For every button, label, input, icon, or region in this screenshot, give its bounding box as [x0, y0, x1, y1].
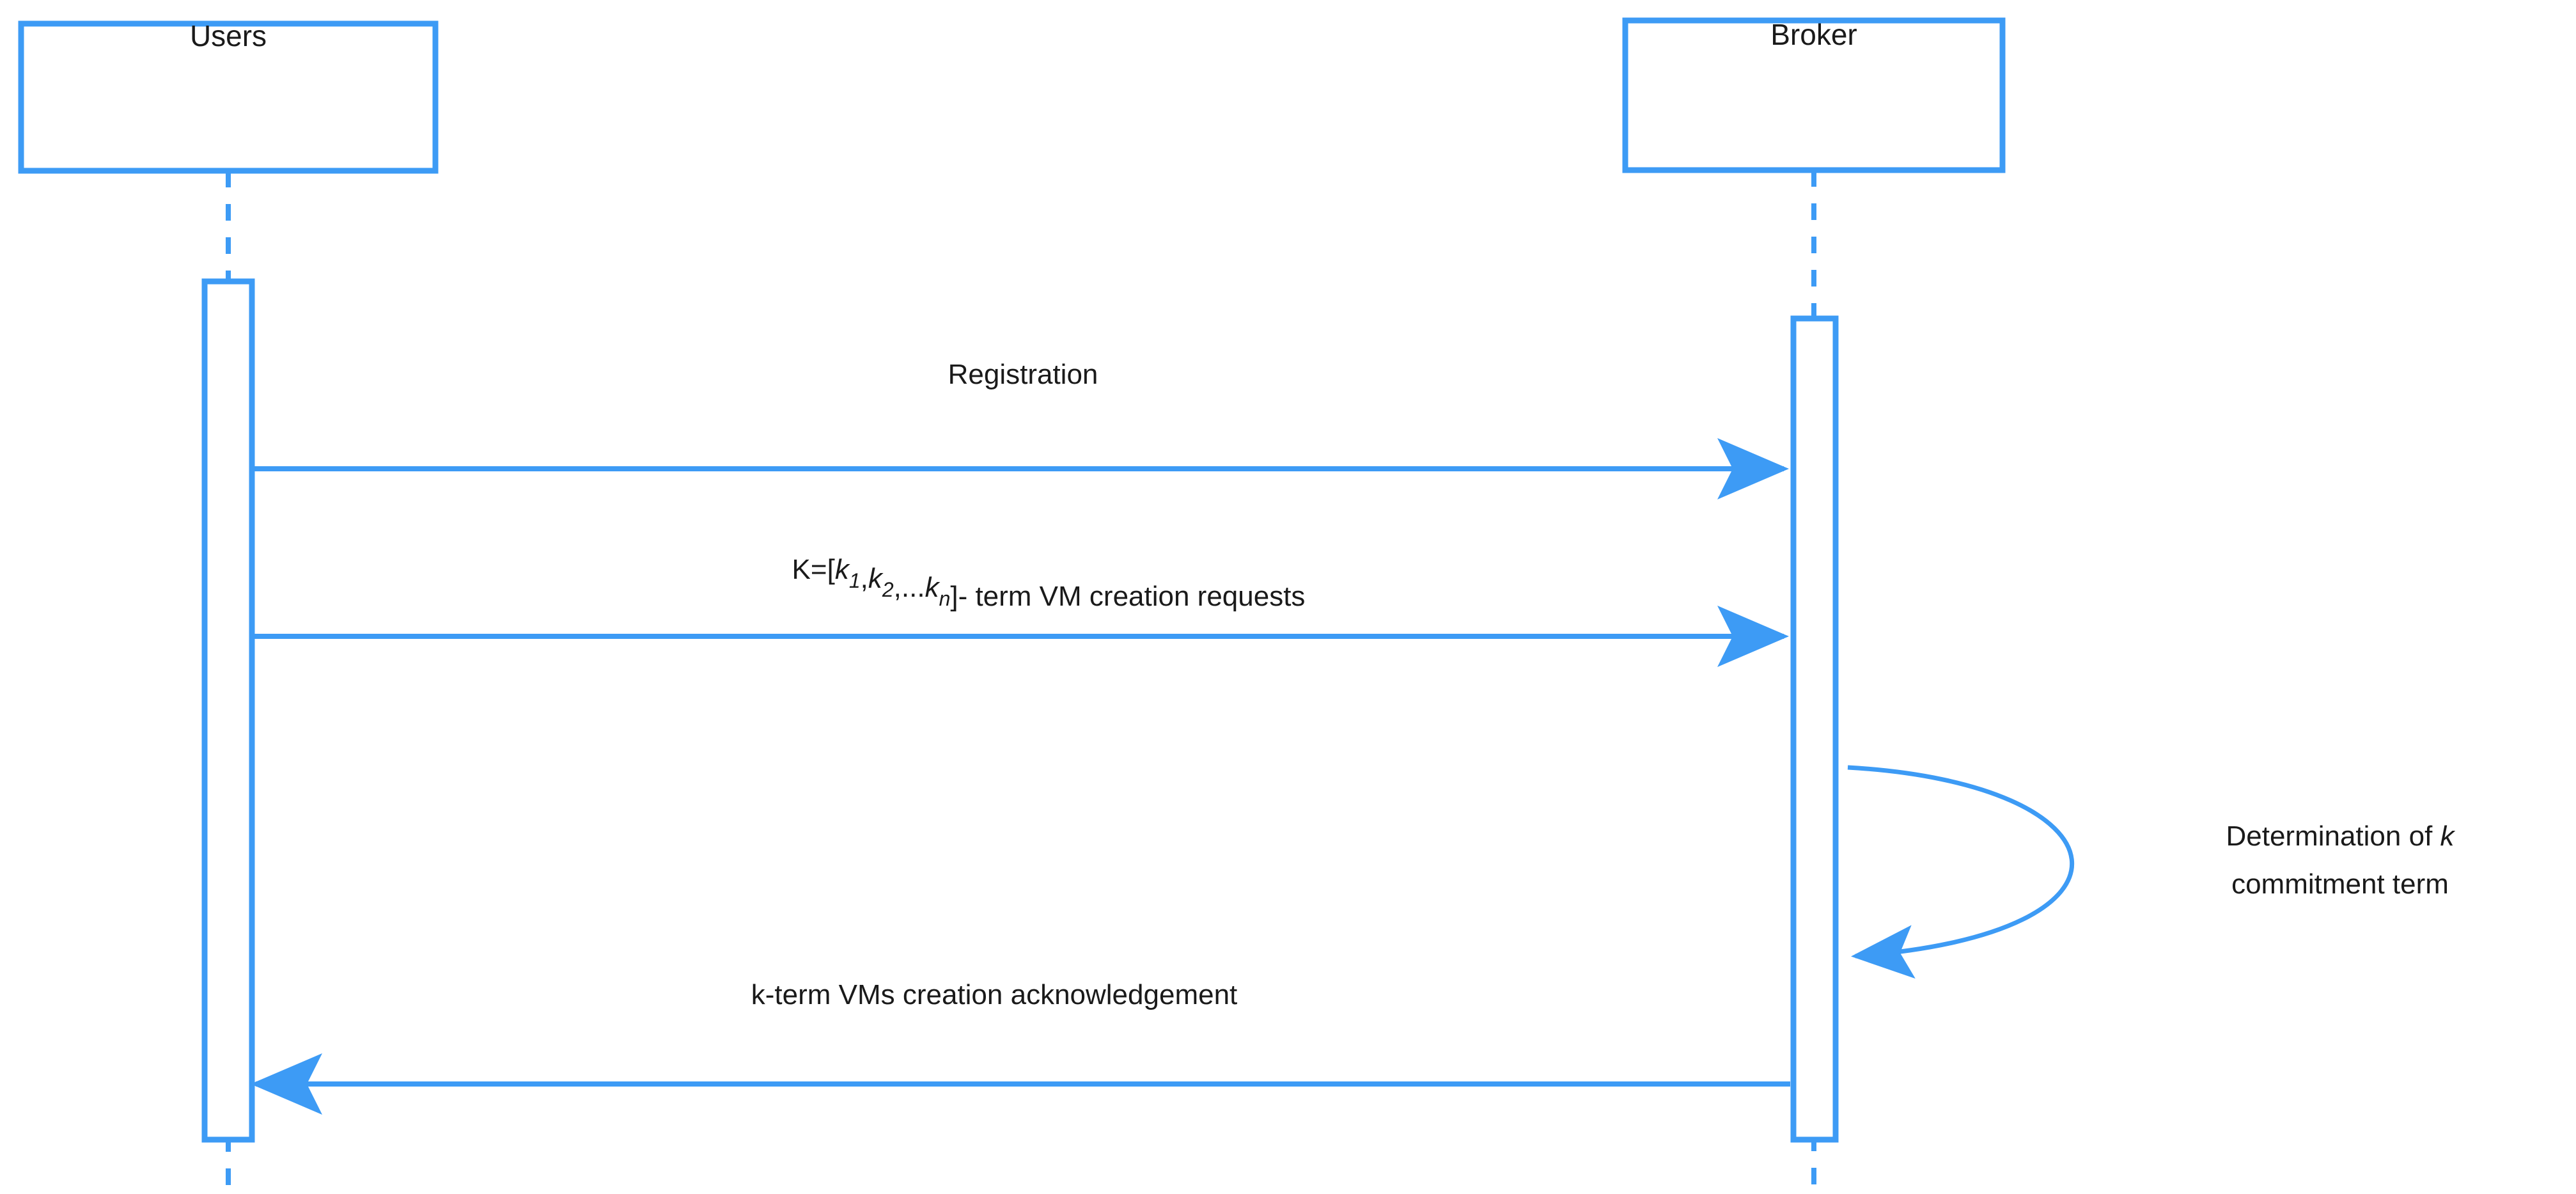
message-label-vm-creation-requests: K=[k1,k2,...kn]- term VM creation reques…: [792, 554, 1306, 612]
participant-users[interactable]: Users: [18, 19, 439, 174]
message-registration[interactable]: Registration: [252, 359, 1789, 499]
message-label-registration: Registration: [948, 359, 1098, 390]
activation-bar-broker[interactable]: [1790, 315, 1839, 1143]
self-message-note-line2: commitment term: [2231, 868, 2449, 900]
activation-bars-group: [201, 278, 1839, 1143]
self-message-determination[interactable]: Determination of k commitment term: [1847, 765, 2456, 979]
message-vm-creation-requests[interactable]: K=[k1,k2,...kn]- term VM creation reques…: [252, 554, 1789, 667]
self-message-curve[interactable]: [1847, 765, 2075, 979]
participant-label-users: Users: [190, 19, 267, 52]
participant-box-users[interactable]: [18, 20, 439, 174]
participant-broker[interactable]: Broker: [1622, 17, 2006, 173]
message-vm-ack[interactable]: k-term VMs creation acknowledgement: [251, 979, 1790, 1115]
message-label-vm-ack: k-term VMs creation acknowledgement: [751, 979, 1238, 1010]
participant-box-broker[interactable]: [1622, 17, 2006, 173]
participant-label-broker: Broker: [1770, 18, 1857, 51]
activation-bar-users[interactable]: [201, 278, 255, 1143]
lifelines-group: [226, 170, 1816, 1194]
self-message-note-line1: Determination of k: [2226, 821, 2455, 852]
